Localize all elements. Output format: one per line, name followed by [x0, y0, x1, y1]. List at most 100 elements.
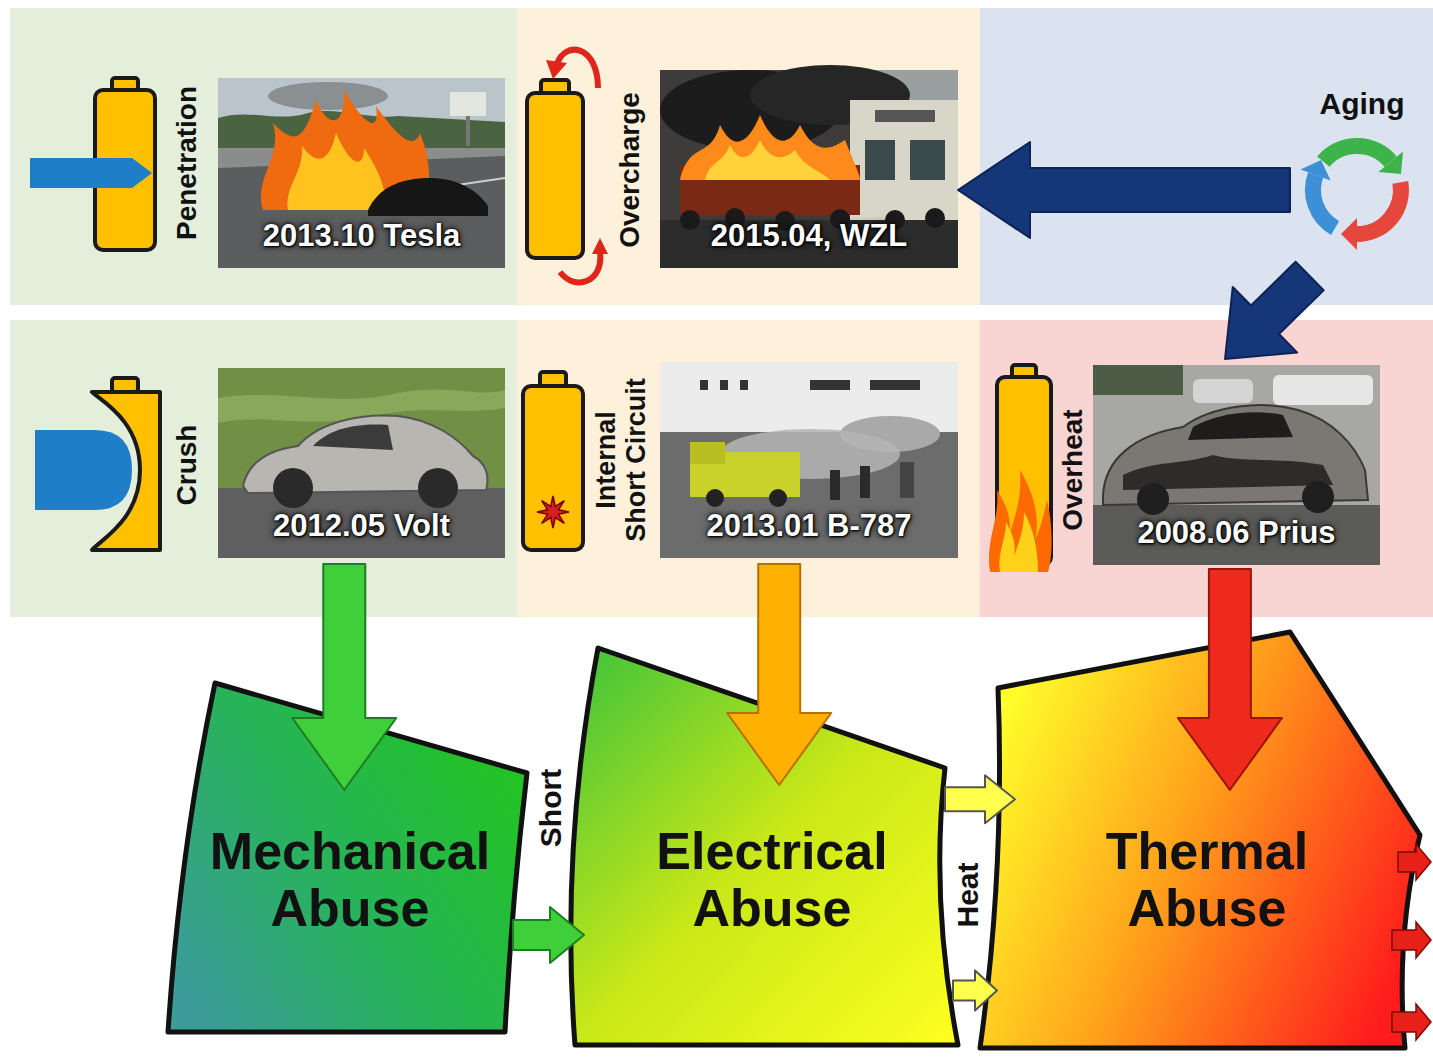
- block-arrow: [953, 971, 997, 1011]
- charge-arrowhead: [592, 238, 608, 254]
- photo-window: [810, 380, 850, 390]
- panel-ground: [10, 320, 517, 617]
- aging-cycle-head: [1301, 160, 1331, 181]
- block-arrow: [513, 907, 584, 963]
- photo-sign: [450, 92, 486, 116]
- photo-building: [850, 100, 958, 220]
- incident-photo: 2015.04, WZL: [660, 70, 958, 268]
- photo-window: [720, 380, 728, 390]
- battery-icon: [523, 386, 583, 550]
- aging-cycle-arc: [1357, 182, 1401, 234]
- photo-person: [860, 466, 870, 498]
- stage-outline: [980, 632, 1420, 1048]
- photo-tarmac: [660, 362, 958, 558]
- flame: [989, 470, 1052, 572]
- stage-label: Mechanical Abuse: [190, 823, 510, 937]
- incident-photo: 2012.05 Volt: [218, 368, 505, 558]
- panel-label: Overheat: [1057, 370, 1089, 570]
- panel-label: Overcharge: [614, 70, 646, 270]
- crush-punch: [35, 430, 132, 510]
- short-spark: [537, 496, 569, 528]
- charge-arrow: [560, 252, 600, 282]
- panel-ground: [10, 8, 517, 305]
- photo-prius: [1093, 365, 1380, 565]
- incident-photo: 2008.06 Prius: [1093, 365, 1380, 565]
- photo-b787: [660, 362, 958, 558]
- flame-core: [999, 512, 1038, 572]
- panel-ground: [517, 8, 980, 305]
- block-arrow: [945, 775, 1015, 823]
- photo-tesla: [218, 78, 505, 268]
- photo-smoke: [268, 82, 388, 110]
- photo-window: [865, 140, 895, 180]
- outflow-arrow: [1398, 844, 1431, 880]
- aging-cycle-arc: [1323, 146, 1390, 162]
- photo-car: [368, 178, 488, 216]
- abuse-panel: Overheat2008.06 Prius: [980, 320, 1433, 617]
- photo-wheel: [1302, 481, 1334, 513]
- photo-fire: [680, 115, 860, 180]
- aging-cycle-head: [1341, 218, 1357, 250]
- block-arrow: [727, 564, 831, 785]
- battery-icon: [527, 93, 583, 258]
- abuse-panel: Crush 2012.05 Volt: [10, 320, 517, 617]
- photo-caption: 2008.06 Prius: [1097, 515, 1376, 551]
- photo-parked-car: [1273, 375, 1373, 405]
- photo-caption: 2012.05 Volt: [222, 508, 501, 544]
- panel-ground: [517, 320, 980, 617]
- stage-label: Thermal Abuse: [1082, 823, 1332, 937]
- panel-ground: [980, 320, 1433, 617]
- edge-label: Heat: [953, 845, 983, 945]
- aging-cycle-arc: [1313, 175, 1335, 228]
- incident-photo: 2013.10 Tesla: [218, 78, 505, 268]
- photo-trees: [1093, 365, 1183, 395]
- panel-label: Crush: [171, 390, 203, 540]
- charge-arrow: [557, 50, 598, 88]
- photo-window: [910, 140, 945, 180]
- photo-caption: 2013.10 Tesla: [222, 218, 501, 254]
- photo-person: [830, 470, 840, 500]
- photo-wheel: [1137, 483, 1169, 515]
- photo-caption: 2015.04, WZL: [664, 218, 954, 254]
- photo-head: [680, 210, 700, 230]
- incident-photo: 2013.01 B-787: [660, 362, 958, 558]
- photo-head: [925, 208, 945, 228]
- photo-wheel: [706, 489, 724, 507]
- aging-cycle-head: [1378, 151, 1403, 174]
- penetration-arrow: [30, 158, 152, 188]
- panel-label: Internal Short Circuit: [592, 375, 651, 545]
- panel-ground: [980, 8, 1433, 305]
- stage-outline: [168, 683, 527, 1032]
- block-arrow: [292, 564, 396, 790]
- abuse-stage: Mechanical Abuse: [165, 678, 531, 1036]
- photo-caption: 2013.01 B-787: [664, 508, 954, 544]
- photo-road: [218, 78, 505, 268]
- charge-arrowhead: [546, 60, 567, 79]
- photo-fire-core: [705, 140, 830, 180]
- photo-wzl: [660, 65, 958, 268]
- battery-terminal: [112, 378, 138, 392]
- outflow-arrow: [1392, 922, 1431, 958]
- block-arrow: [958, 142, 1290, 238]
- abuse-panel: Overcharge 2015.04, WZL: [517, 8, 980, 305]
- photo-stairs: [900, 462, 914, 498]
- abuse-panel: Penetration2013.10 Tesla: [10, 8, 517, 305]
- photo-road: [218, 488, 505, 558]
- photo-window: [700, 380, 708, 390]
- abuse-panel: Internal Short Circuit 2013.01 B-787: [517, 320, 980, 617]
- abuse-stage: Thermal Abuse: [975, 628, 1433, 1050]
- photo-car-window: [1188, 412, 1293, 440]
- edge-label: Short: [536, 753, 566, 863]
- aging-label: Aging: [1294, 87, 1430, 122]
- stage-label: Electrical Abuse: [632, 823, 912, 937]
- photo-window: [870, 380, 920, 390]
- photo-wheel: [273, 468, 313, 508]
- block-arrow: [1225, 262, 1324, 359]
- photo-building-sign: [875, 110, 935, 122]
- photo-ground: [1093, 505, 1380, 565]
- photo-car-window: [313, 425, 393, 450]
- aging-box: Aging: [1290, 78, 1430, 278]
- photo-parked-car: [1193, 379, 1253, 403]
- photo-lot: [1093, 365, 1380, 565]
